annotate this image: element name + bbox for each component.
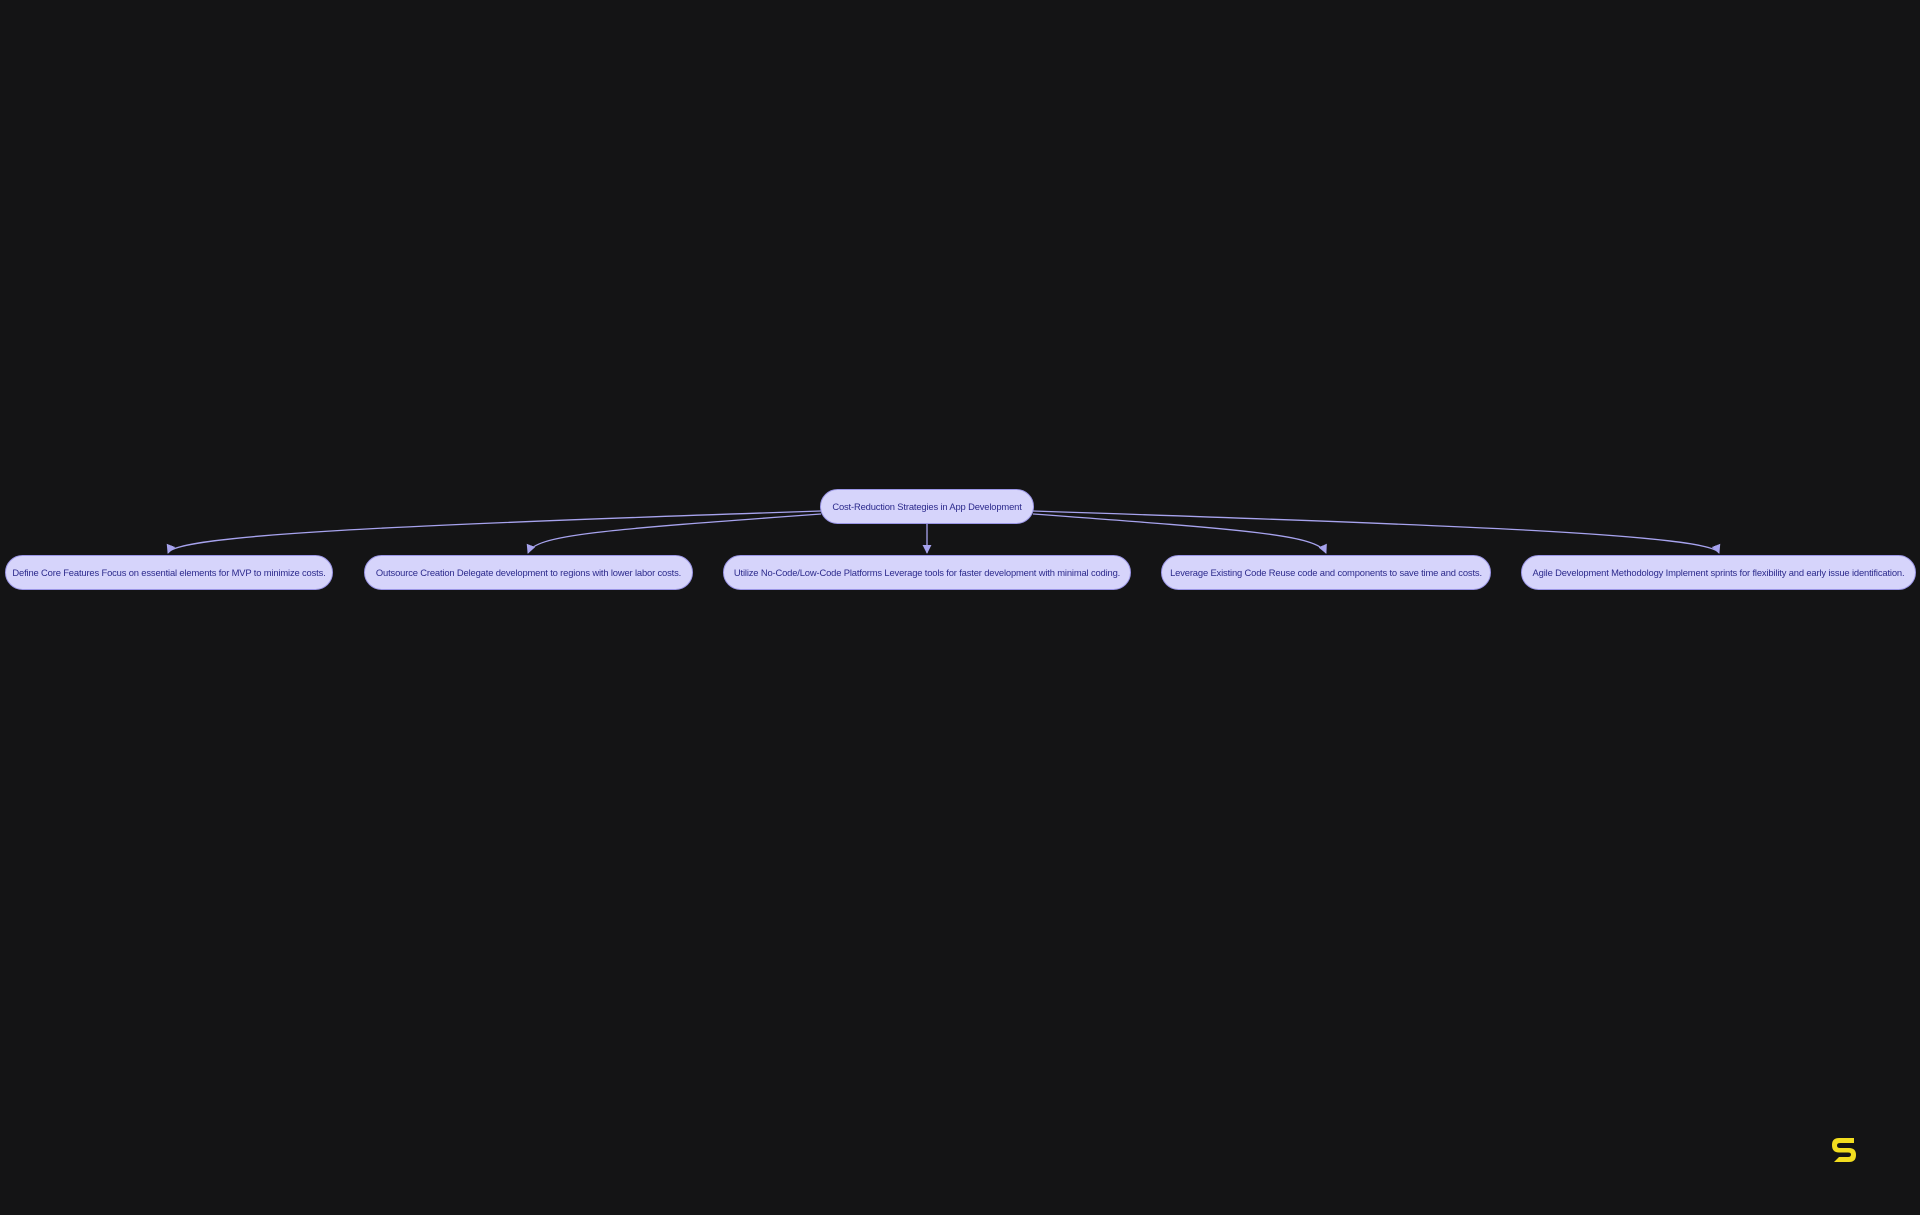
edge-root-to-child-3 <box>1032 513 1327 554</box>
child-node-leverage-existing-code: Leverage Existing Code Reuse code and co… <box>1161 555 1491 590</box>
brand-logo-icon <box>1832 1138 1856 1162</box>
root-node: Cost-Reduction Strategies in App Develop… <box>820 489 1034 524</box>
child-node-define-core-features: Define Core Features Focus on essential … <box>5 555 333 590</box>
child-node-outsource-creation: Outsource Creation Delegate development … <box>364 555 693 590</box>
edge-root-to-child-1 <box>526 513 822 554</box>
edge-root-to-child-4 <box>1032 510 1721 554</box>
edge-root-to-child-0 <box>166 510 822 554</box>
child-node-label: Outsource Creation Delegate development … <box>375 567 682 578</box>
root-node-label: Cost-Reduction Strategies in App Develop… <box>832 501 1022 512</box>
child-node-agile-methodology: Agile Development Methodology Implement … <box>1521 555 1916 590</box>
child-node-label: Utilize No-Code/Low-Code Platforms Lever… <box>733 567 1121 578</box>
child-node-no-code-low-code: Utilize No-Code/Low-Code Platforms Lever… <box>723 555 1131 590</box>
child-node-label: Agile Development Methodology Implement … <box>1532 567 1905 578</box>
child-node-label: Leverage Existing Code Reuse code and co… <box>1170 567 1482 578</box>
child-node-label: Define Core Features Focus on essential … <box>12 567 326 578</box>
